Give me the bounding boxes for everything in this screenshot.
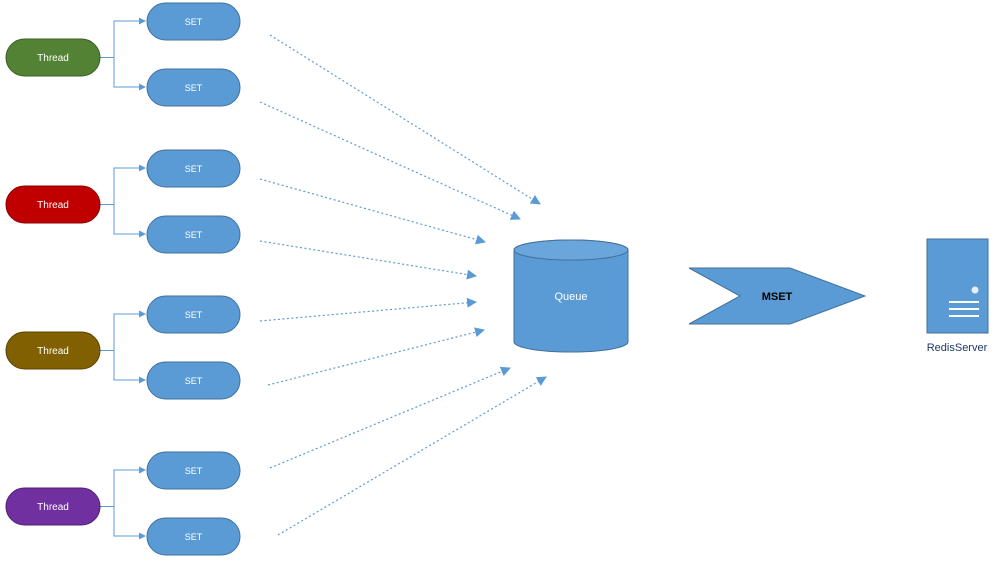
thread-node bbox=[5, 38, 101, 77]
dotted-arrow bbox=[269, 34, 541, 205]
set-label: SET bbox=[185, 17, 203, 27]
server-body bbox=[926, 238, 989, 334]
thread-group: Thread SET SET bbox=[5, 451, 241, 556]
thread-group: Thread SET SET bbox=[5, 149, 241, 254]
dotted-arrow bbox=[259, 297, 477, 322]
thread-node bbox=[5, 185, 101, 224]
dotted-arrow bbox=[259, 240, 477, 280]
queue-label: Queue bbox=[554, 291, 587, 303]
set-label: SET bbox=[185, 376, 203, 386]
mset-shape bbox=[688, 267, 867, 325]
set-label: SET bbox=[185, 310, 203, 320]
dotted-arrow bbox=[277, 376, 547, 536]
dotted-arrow bbox=[259, 101, 521, 220]
server-icon: RedisServer bbox=[926, 238, 989, 354]
thread-node bbox=[5, 331, 101, 370]
queue-cylinder: Queue bbox=[513, 239, 629, 353]
set-label: SET bbox=[185, 164, 203, 174]
connector bbox=[100, 310, 146, 351]
set-node bbox=[146, 149, 241, 188]
connector bbox=[113, 57, 146, 91]
set-node bbox=[146, 215, 241, 254]
set-to-queue-arrows bbox=[259, 34, 547, 536]
thread-group: Thread SET SET bbox=[5, 2, 241, 107]
thread-label: Thread bbox=[37, 53, 69, 64]
dotted-arrow bbox=[267, 327, 485, 386]
connector bbox=[100, 17, 146, 58]
connector bbox=[113, 506, 146, 540]
set-node bbox=[146, 2, 241, 41]
set-label: SET bbox=[185, 466, 203, 476]
thread-label: Thread bbox=[37, 200, 69, 211]
server-label: RedisServer bbox=[927, 342, 988, 354]
set-node bbox=[146, 68, 241, 107]
set-node bbox=[146, 517, 241, 556]
connector bbox=[113, 350, 146, 384]
server-led bbox=[971, 286, 979, 294]
set-node bbox=[146, 361, 241, 400]
thread-node bbox=[5, 487, 101, 526]
set-label: SET bbox=[185, 532, 203, 542]
set-label: SET bbox=[185, 230, 203, 240]
connector bbox=[100, 466, 146, 507]
mset-label: MSET bbox=[762, 291, 793, 303]
thread-label: Thread bbox=[37, 502, 69, 513]
dotted-arrow bbox=[259, 178, 486, 245]
set-node bbox=[146, 451, 241, 490]
dotted-arrow bbox=[269, 366, 511, 469]
connector bbox=[113, 204, 146, 238]
thread-label: Thread bbox=[37, 346, 69, 357]
set-label: SET bbox=[185, 83, 203, 93]
thread-group: Thread SET SET bbox=[5, 295, 241, 400]
set-node bbox=[146, 295, 241, 334]
connector bbox=[100, 164, 146, 205]
queue-top bbox=[513, 239, 629, 261]
mset-arrow: MSET bbox=[688, 267, 867, 325]
